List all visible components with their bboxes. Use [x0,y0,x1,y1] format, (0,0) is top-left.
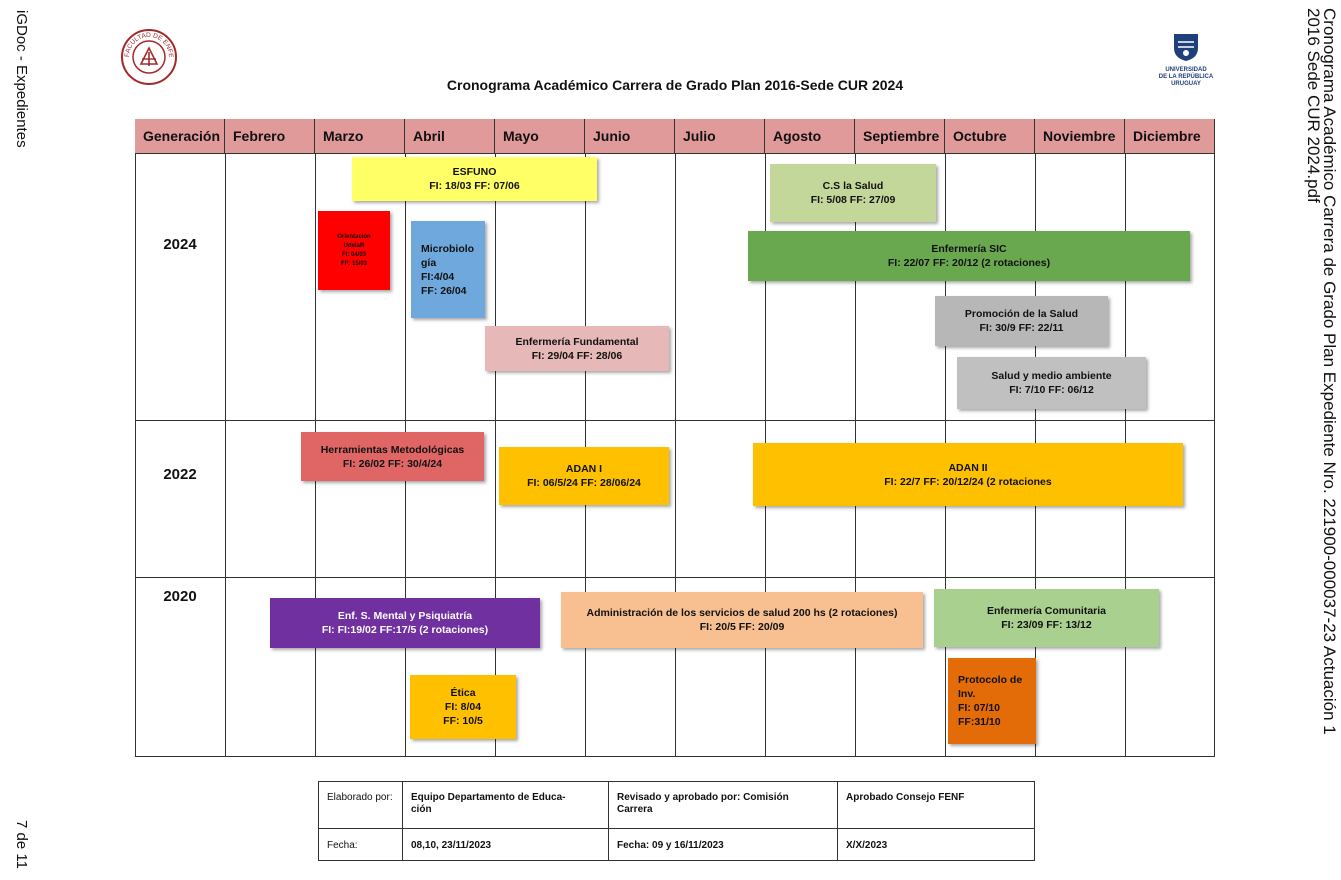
header-junio: Junio [585,119,675,153]
activity-line: ADAN II [948,461,988,474]
activity-line: FI: 5/08 FF: 27/09 [810,194,896,206]
activity-line: gía [421,256,437,269]
activity-line: UdelaR [343,242,365,249]
activity-line: FI: 20/5 FF: 20/09 [699,621,785,633]
fecha-revisado: Fecha: 09 y 16/11/2023 [617,840,724,851]
activity-line: Protocolo de [958,674,1023,686]
activity-esfuno: ESFUNO FI: 18/03 FF: 07/06 [352,157,597,201]
activity-adan-i: ADAN I FI: 06/5/24 FF: 28/06/24 [499,447,669,505]
fecha-label: Fecha: [327,840,358,851]
activity-line: FI: 18/03 FF: 07/06 [429,180,520,192]
activity-line: Herramientas Metodológicas [320,443,465,456]
revisado-value: Revisado y aprobado por: Comisión Carrer… [617,792,789,815]
activity-line: C.S la Salud [822,180,884,192]
activity-line: ADAN I [565,463,603,475]
generation-2022: 2022 [163,466,197,483]
header-mayo: Mayo [495,119,585,153]
activity-line: FI: 06/5/24 FF: 28/06/24 [527,477,641,489]
header-octubre: Octubre [945,119,1035,153]
activity-line: FI: 7/10 FF: 06/12 [1009,384,1094,396]
activity-line: FI: 8/04 [444,701,482,713]
column-divider [225,153,226,757]
generation-2020: 2020 [163,588,197,605]
activity-enfermeria-sic: Enfermería SIC FI: 22/07 FF: 20/12 (2 rot… [748,231,1190,281]
activity-line: FI: 26/02 FF: 30/4/24 [342,457,443,470]
university-name-line-2: DE LA REPÚBLICA [1158,74,1214,80]
activity-line: Orientación [337,233,371,240]
filename-line-2: 2016 Sede CUR 2024.pdf [1304,8,1323,203]
university-name-line-3: URUGUAY [1171,81,1201,87]
row-divider [135,577,1215,578]
activity-line: Promoción de la Salud [964,308,1079,320]
activity-line: FI: 22/07 FF: 20/12 (2 rotaciones) [887,257,1051,269]
activity-line: Enfermería SIC [931,243,1007,255]
header-agosto: Agosto [765,119,855,153]
header-generacion: Generación [135,119,225,153]
page-count: 7 de 11 [13,820,30,869]
activity-line: ESFUNO [452,166,497,178]
activity-line: FF: 26/04 [421,284,467,297]
activity-line: FF: 10/5 [443,715,483,727]
activity-line: Ética [450,687,476,699]
row-divider [135,420,1215,421]
header-febrero: Febrero [225,119,315,153]
document-filename: Cronograma Académico Carrera de Grado Pl… [1304,8,1339,735]
header-septiembre: Septiembre [855,119,945,153]
fecha-aprobado: X/X/2023 [846,840,888,851]
document-title: Cronograma Académico Carrera de Grado Pl… [446,77,904,93]
activity-line: FF:31/10 [958,716,1001,728]
elaborado-value: Equipo Departamento de Educa- ción [411,792,566,815]
university-name-line-1: UNIVERSIDAD [1165,67,1207,73]
header-abril: Abril [405,119,495,153]
aprobado-value: Aprobado Consejo FENF [846,792,965,803]
faculty-seal-logo: FACULTAD DE ENFERMERIA [117,23,178,86]
header-noviembre: Noviembre [1035,119,1125,153]
university-name: UNIVERSIDAD DE LA REPÚBLICA URUGUAY [1150,67,1222,88]
university-logo: UNIVERSIDAD DE LA REPÚBLICA URUGUAY [1150,32,1222,92]
activity-line: FF: 15/03 [340,260,367,267]
activity-line: Administración de los servicios de salud… [586,607,898,619]
activity-line: FI: 22/7 FF: 20/12/24 (2 rotaciones [884,475,1052,488]
header-julio: Julio [675,119,765,153]
approval-table: Elaborado por: Equipo Departamento de Ed… [318,781,1035,861]
activity-line: Enfermería Fundamental [515,335,639,348]
header-diciembre: Diciembre [1125,119,1215,153]
activity-line: FI: 04/03 [341,251,366,258]
fecha-value: 08,10, 23/11/2023 [411,840,492,851]
generation-2024: 2024 [163,236,197,253]
filename-line-1: Cronograma Académico Carrera de Grado Pl… [1320,8,1339,735]
column-divider [495,153,496,757]
activity-line: FI: 07/10 [958,702,1001,714]
elaborado-label: Elaborado por: [327,792,393,803]
activity-line: Microbiolo [421,242,475,255]
activity-line: FI: FI:19/02 FF:17/5 (2 rotaciones) [321,624,489,636]
column-divider [675,153,676,757]
row-divider [135,153,1215,154]
activity-line: Enf. S. Mental y Psiquiatría [337,610,473,622]
activity-line: FI:4/04 [421,270,455,283]
activity-line: Enfermería Comunitaria [986,605,1107,617]
activity-line: FI: 23/09 FF: 13/12 [1001,619,1092,631]
side-label: iGDoc - Expedientes [13,10,30,148]
header-marzo: Marzo [315,119,405,153]
activity-line: FI: 29/04 FF: 28/06 [531,349,623,362]
activity-administracion-servicios-salud: Administración de los servicios de salud… [561,592,923,648]
activity-line: FI: 30/9 FF: 22/11 [979,322,1064,334]
activity-line: Inv. [958,688,976,700]
university-shield-icon [1174,34,1198,61]
activity-line: Salud y medio ambiente [991,370,1112,382]
